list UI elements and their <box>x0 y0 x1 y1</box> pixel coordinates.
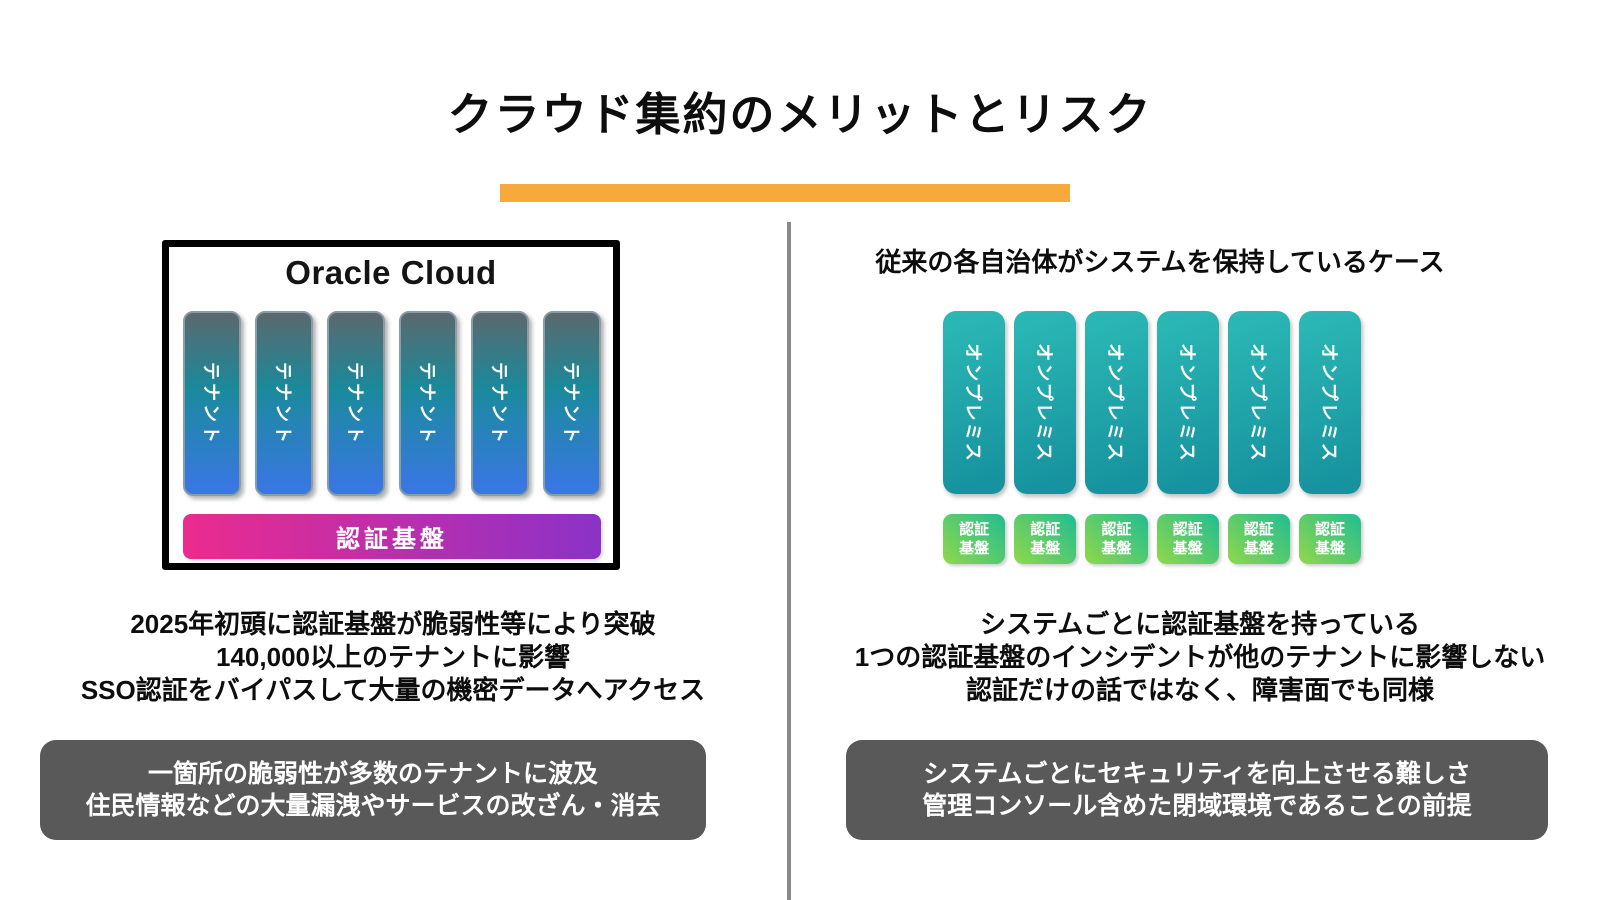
onprem-label: オンプレミス <box>963 342 984 463</box>
shared-auth-bar-label: 認証基盤 <box>336 526 448 553</box>
vertical-divider <box>787 222 791 900</box>
per-system-auth-box: 認証 基盤 <box>1156 514 1219 564</box>
tenant-column: テナント <box>399 311 457 496</box>
tenant-label: テナント <box>561 361 581 446</box>
tenant-column: テナント <box>255 311 313 496</box>
onprem-label: オンプレミス <box>1176 342 1197 463</box>
onprem-label: オンプレミス <box>1034 342 1055 463</box>
onprem-column: オンプレミス <box>1227 311 1290 494</box>
per-system-auth-box: 認証 基盤 <box>1227 514 1290 564</box>
tenant-column: テナント <box>543 311 601 496</box>
body-line: システムごとに認証基盤を持っている <box>980 609 1420 639</box>
onprem-column: オンプレミス <box>1014 311 1077 494</box>
tenant-columns: テナント テナント テナント テナント テナント テナント <box>183 311 601 496</box>
right-diagram-title: 従来の各自治体がシステムを保持しているケース <box>875 247 1445 277</box>
per-system-auth-box: 認証 基盤 <box>1298 514 1362 564</box>
per-system-auth-box: 認証 基盤 <box>1085 514 1148 564</box>
oracle-cloud-box: Oracle Cloud テナント テナント テナント テナント テナント テナ… <box>162 240 620 570</box>
body-line: 140,000以上のテナントに影響 <box>216 642 570 672</box>
callout-line: 管理コンソール含めた閉域環境であることの前提 <box>922 792 1472 820</box>
body-line: 認証だけの話ではなく、障害面でも同様 <box>965 675 1434 705</box>
tenant-label: テナント <box>201 361 221 446</box>
callout-line: システムごとにセキュリティを向上させる難しさ <box>923 760 1471 788</box>
per-system-auth-box: 認証 基盤 <box>1014 514 1077 564</box>
tenant-label: テナント <box>417 361 437 446</box>
right-risk-callout: システムごとにセキュリティを向上させる難しさ管理コンソール含めた閉域環境であるこ… <box>846 740 1548 840</box>
onprem-column: オンプレミス <box>1298 311 1362 494</box>
shared-auth-bar: 認証基盤 <box>183 514 601 559</box>
onprem-column: オンプレミス <box>1156 311 1219 494</box>
per-system-auth-box: 認証 基盤 <box>943 514 1006 564</box>
callout-line: 住民情報などの大量漏洩やサービスの改ざん・消去 <box>85 792 661 820</box>
tenant-label: テナント <box>273 361 293 446</box>
body-line: 1つの認証基盤のインシデントが他のテナントに影響しない <box>854 642 1546 672</box>
tenant-label: テナント <box>489 361 509 446</box>
onprem-label: オンプレミス <box>1247 342 1268 463</box>
oracle-cloud-title: Oracle Cloud <box>285 254 497 291</box>
title-underline-bar <box>500 184 1070 202</box>
callout-line: 一箇所の脆弱性が多数のテナントに波及 <box>147 760 598 788</box>
onprem-label: オンプレミス <box>1318 342 1339 463</box>
per-system-auth-boxes: 認証 基盤認証 基盤認証 基盤認証 基盤認証 基盤認証 基盤 <box>943 514 1362 564</box>
left-risk-callout: 一箇所の脆弱性が多数のテナントに波及住民情報などの大量漏洩やサービスの改ざん・消… <box>40 740 706 840</box>
onprem-columns: オンプレミス オンプレミス オンプレミス オンプレミス オンプレミス オンプレミ… <box>943 311 1362 494</box>
tenant-column: テナント <box>471 311 529 496</box>
body-line: SSO認証をバイパスして大量の機密データへアクセス <box>80 675 706 705</box>
onprem-label: オンプレミス <box>1105 342 1126 463</box>
tenant-column: テナント <box>327 311 385 496</box>
tenant-label: テナント <box>345 361 365 446</box>
onprem-column: オンプレミス <box>943 311 1006 494</box>
page-title: クラウド集約のメリットとリスク <box>447 89 1153 140</box>
tenant-column: テナント <box>183 311 241 496</box>
body-line: 2025年初頭に認証基盤が脆弱性等により突破 <box>130 609 656 639</box>
onprem-column: オンプレミス <box>1085 311 1148 494</box>
